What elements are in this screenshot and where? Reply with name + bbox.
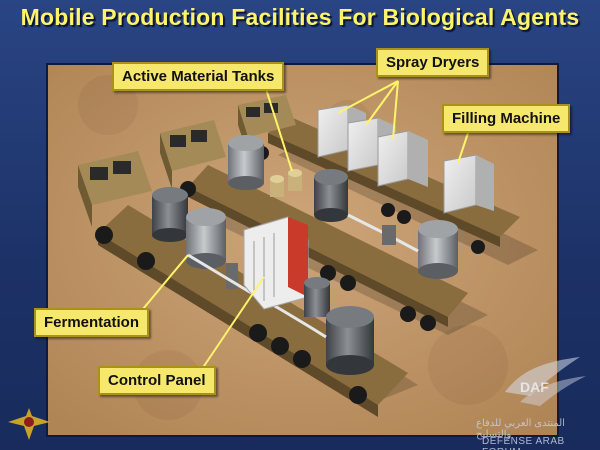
watermark-arabic: المنتدى العربي للدفاع والتسليح [476,418,565,440]
fermentation-tanks [152,187,281,311]
label-active-material-tanks: Active Material Tanks [112,62,285,91]
watermark-english: DEFENSE ARAB FORUM [482,436,565,450]
label-control-panel: Control Panel [98,366,216,395]
trailer-2 [160,120,468,331]
front-tanks [279,277,374,375]
control-panel-unit [243,216,309,310]
label-filling-machine: Filling Machine [442,104,571,133]
defense-arab-forum-logo: DAF [500,352,590,415]
leader-lines [137,80,469,376]
label-fermentation: Fermentation [34,308,150,337]
logo-text: DAF [520,379,549,395]
filling-machine [443,154,494,214]
spray-dryers [317,104,428,187]
active-material-tanks [228,135,302,197]
slide-title: Mobile Production Facilities For Biologi… [20,4,580,30]
corner-emblem-icon [6,404,52,450]
label-spray-dryers: Spray Dryers [376,48,490,77]
middle-tanks [314,169,458,279]
